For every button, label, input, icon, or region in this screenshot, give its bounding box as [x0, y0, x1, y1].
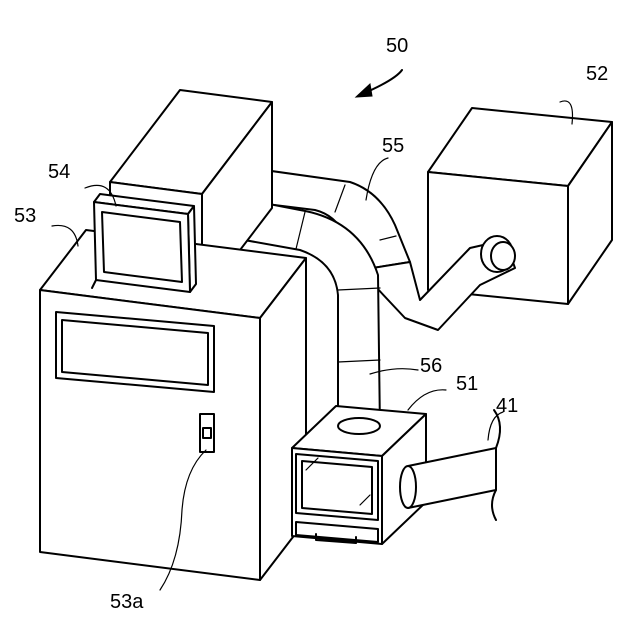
label-41: 41	[496, 395, 518, 417]
label-53: 53	[14, 205, 36, 227]
label-54: 54	[48, 161, 70, 183]
label-50: 50	[386, 35, 408, 57]
label-51: 51	[456, 373, 478, 395]
label-53a: 53a	[110, 591, 144, 613]
cabinet-53	[40, 90, 306, 580]
label-52: 52	[586, 63, 608, 85]
label-56: 56	[420, 355, 442, 377]
monitor-54	[92, 194, 196, 292]
leader-51	[408, 390, 446, 410]
leader-53	[52, 225, 78, 246]
label-55: 55	[382, 135, 404, 157]
